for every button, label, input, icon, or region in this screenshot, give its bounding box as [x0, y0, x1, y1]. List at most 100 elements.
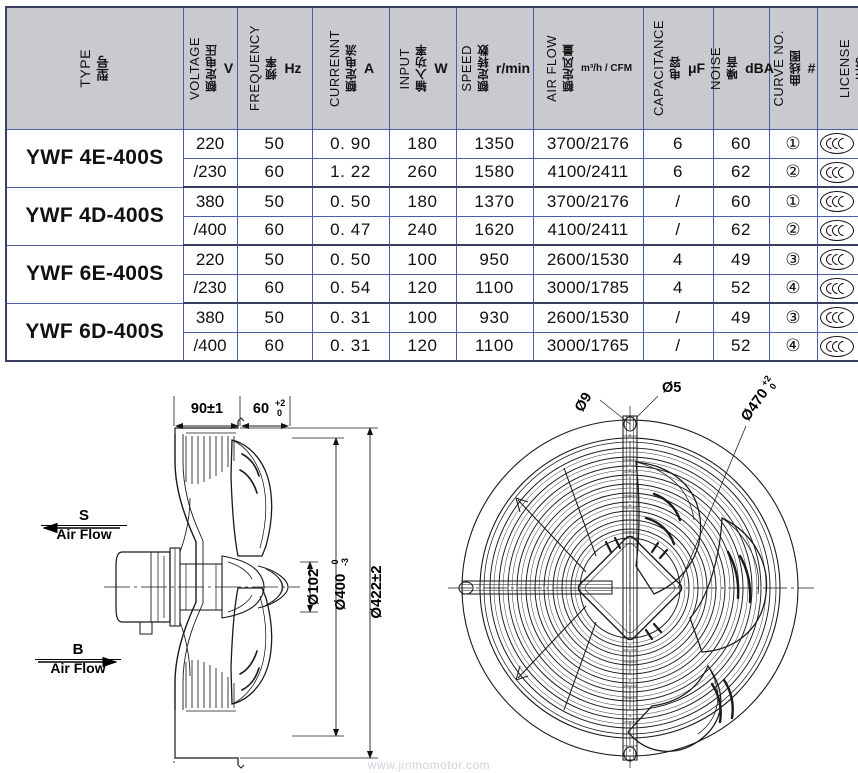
certification-marks: CƐ: [818, 249, 858, 271]
cell-input: 180: [388, 186, 457, 217]
cell-airflow: 3700/2176: [532, 128, 644, 159]
cell-curve: ③: [768, 302, 818, 333]
cell-type: YWF 4D-400S: [5, 186, 184, 246]
certification-marks: CƐ: [818, 335, 858, 357]
col-header-license-cn: 证书: [853, 56, 858, 81]
certification-marks: CƐ: [818, 277, 858, 299]
dim-60-label: 60: [253, 401, 269, 417]
cell-current: 0. 50: [311, 186, 390, 217]
cell-curve: ④: [768, 331, 818, 362]
certification-marks: CƐ: [818, 307, 858, 329]
ccc-mark-icon: [820, 335, 855, 357]
cell-speed: 1580: [455, 157, 534, 188]
airflow-s-letter: S: [78, 507, 89, 524]
cell-curve: ③: [768, 244, 818, 275]
cell-noise: 62: [712, 157, 770, 188]
col-header-airflow-unit: m³/h / CFM: [580, 62, 633, 74]
cell-license: CƐ: [816, 128, 858, 159]
cell-speed: 950: [455, 244, 534, 275]
col-header-capacitance-unit: μF: [687, 60, 706, 77]
cell-capacitance: 6: [642, 128, 714, 159]
cell-input: 100: [388, 244, 457, 275]
col-header-current: CURRENNT 额定电流 A: [311, 6, 390, 130]
col-header-type: TYPE 型号: [5, 6, 184, 130]
specification-table-container: TYPE 型号 VOLTAGE 额定电压 V FREQUENCY: [5, 6, 858, 362]
cell-curve: ④: [768, 273, 818, 304]
col-header-speed: SPEED 额定转数 r/min: [455, 6, 534, 130]
cell-speed: 1370: [455, 186, 534, 217]
cell-voltage: 380: [182, 302, 238, 333]
cell-speed: 930: [455, 302, 534, 333]
dim-60-lower: 0: [277, 408, 282, 418]
cell-license: CƐ: [816, 302, 858, 333]
cell-capacitance: 6: [642, 157, 714, 188]
cell-input: 180: [388, 128, 457, 159]
col-header-voltage-en: VOLTAGE: [186, 36, 202, 100]
airflow-s-arrow: [42, 522, 120, 534]
cell-current: 0. 50: [311, 244, 390, 275]
cell-current: 0. 47: [311, 215, 390, 246]
dim-60-upper: +2: [275, 398, 285, 408]
dim-d400-label: Ø400: [332, 574, 349, 611]
col-header-input-cn: 输入功率: [414, 44, 429, 93]
ccc-mark-icon: [820, 191, 855, 213]
table-header-row: TYPE 型号 VOLTAGE 额定电压 V FREQUENCY: [5, 6, 858, 130]
certification-marks: CƐ: [818, 161, 858, 183]
dim-d400-lower: -3: [340, 558, 350, 566]
cell-input: 100: [388, 302, 457, 333]
cell-speed: 1100: [455, 273, 534, 304]
curve-number-badge: ①: [785, 133, 801, 154]
cell-input: 260: [388, 157, 457, 188]
col-header-license-en: LICENSE: [836, 38, 852, 98]
curve-number-badge: ③: [785, 249, 801, 270]
cell-current: 0. 90: [311, 128, 390, 159]
curve-number-badge: ②: [785, 162, 801, 183]
curve-number-badge: ①: [785, 191, 801, 212]
cell-license: CƐ: [816, 331, 858, 362]
cell-curve: ①: [768, 128, 818, 159]
col-header-voltage-unit: V: [223, 60, 234, 77]
airflow-b-letter: B: [72, 641, 84, 658]
dim-d470-lower: 0: [767, 381, 778, 391]
cell-type: YWF 4E-400S: [5, 128, 184, 188]
cell-license: CƐ: [816, 215, 858, 246]
cell-license: CƐ: [816, 186, 858, 217]
cell-curve: ②: [768, 215, 818, 246]
cell-input: 120: [388, 331, 457, 362]
cell-voltage: /400: [182, 215, 238, 246]
airflow-b-rule: [35, 658, 121, 660]
curve-number-badge: ④: [785, 278, 801, 299]
col-header-frequency-unit: Hz: [284, 60, 302, 77]
dim-d470-label: Ø470: [738, 386, 771, 424]
cell-current: 1. 22: [311, 157, 390, 188]
col-header-speed-cn: 额定转数: [475, 44, 490, 93]
cell-curve: ①: [768, 186, 818, 217]
cell-license: CƐ: [816, 157, 858, 188]
cell-frequency: 60: [236, 157, 313, 188]
col-header-noise-cn: 噪音: [725, 56, 740, 81]
side-view-svg: 90±1 60 +2 0 Ø102 Ø400 0 -3 Ø422±2: [38, 396, 385, 769]
cell-current: 0. 31: [311, 331, 390, 362]
cell-voltage: 220: [182, 128, 238, 159]
cell-airflow: 2600/1530: [532, 244, 644, 275]
curve-number-badge: ③: [785, 307, 801, 328]
ccc-mark-icon: [820, 133, 855, 154]
cell-noise: 52: [712, 273, 770, 304]
col-header-speed-unit: r/min: [495, 60, 531, 77]
cell-airflow: 3000/1785: [532, 273, 644, 304]
cell-airflow: 3000/1765: [532, 331, 644, 362]
curve-number-badge: ②: [785, 220, 801, 241]
col-header-frequency-cn: 频率: [264, 56, 279, 81]
col-header-capacitance-en: CAPACITANCE: [650, 20, 666, 117]
cell-noise: 49: [712, 302, 770, 333]
col-header-input-en: INPUT: [397, 47, 413, 90]
technical-drawings: 90±1 60 +2 0 Ø102 Ø400 0 -3 Ø422±2 S Air…: [0, 366, 858, 773]
cell-voltage: /230: [182, 273, 238, 304]
airflow-b-text: Air Flow: [50, 659, 106, 676]
